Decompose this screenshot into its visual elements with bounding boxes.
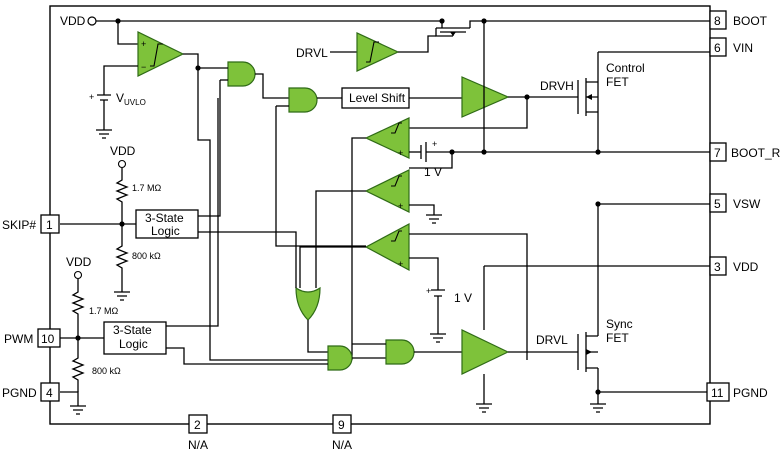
svg-text:7: 7 — [714, 146, 721, 160]
svg-text:1: 1 — [46, 218, 53, 232]
drvl-input-label: DRVL — [296, 46, 328, 60]
vdd-pwm-label: VDD — [66, 255, 92, 269]
svg-text:−: − — [141, 62, 146, 72]
drvl-driver — [461, 329, 510, 375]
svg-text:BOOT: BOOT — [733, 14, 768, 28]
r-pwm-top-label: 1.7 MΩ — [89, 306, 119, 316]
svg-text:10: 10 — [41, 332, 55, 346]
pin-5-vsw: 5 VSW — [709, 193, 761, 213]
vdd-skip-label: VDD — [110, 144, 136, 158]
control-fet-label-2: FET — [606, 75, 629, 89]
sync-fet — [577, 204, 599, 404]
and-gate-4 — [385, 339, 415, 365]
svg-text:2: 2 — [194, 418, 201, 432]
skip-logic-block — [135, 209, 199, 239]
pwm-logic-block — [103, 321, 167, 355]
control-fet-label-1: Control — [606, 61, 645, 75]
vsw-comparator — [364, 169, 410, 213]
svg-text:PGND: PGND — [2, 386, 37, 400]
vref-label: 1 V — [454, 291, 472, 305]
control-fet — [577, 51, 710, 152]
r-skip-top-label: 1.7 MΩ — [132, 183, 162, 193]
svg-text:SKIP#: SKIP# — [2, 218, 36, 232]
uvlo-comparator — [137, 31, 185, 77]
svg-text:6: 6 — [714, 41, 721, 55]
vdd-top-label: VDD — [60, 14, 86, 28]
drvh-driver — [461, 76, 510, 118]
svg-text:+: + — [141, 39, 146, 49]
pin-1-skip: 1 SKIP# — [2, 214, 60, 234]
vdd-top-terminal — [87, 16, 97, 26]
svg-text:+: + — [432, 139, 437, 149]
svg-text:PWM: PWM — [4, 332, 33, 346]
svg-text:8: 8 — [714, 14, 721, 28]
svg-text:+: + — [398, 201, 403, 211]
pwm-logic-label-2: Logic — [119, 337, 148, 351]
level-shift-label: Level Shift — [349, 91, 406, 105]
svg-text:11: 11 — [711, 386, 724, 400]
sync-fet-label-1: Sync — [606, 317, 633, 331]
vboot-label: 1 V — [424, 165, 442, 179]
svg-text:N/A: N/A — [188, 438, 208, 452]
pin-11-pgnd: 11 PGND — [706, 382, 768, 402]
svg-text:4: 4 — [46, 386, 53, 400]
svg-text:5: 5 — [714, 197, 721, 211]
svg-text:+: + — [398, 148, 403, 158]
bootr-comparator — [364, 117, 410, 159]
pin-7-boot-r: 7 BOOT_R — [709, 142, 780, 162]
skip-logic-label-1: 3-State — [145, 211, 184, 225]
drvl-schmitt-buffer — [356, 32, 400, 72]
or-gate — [295, 286, 321, 321]
pin-4-pgnd: 4 PGND — [2, 382, 60, 402]
svg-text:+: + — [398, 259, 403, 269]
pin-10-pwm: 10 PWM — [4, 328, 61, 348]
vuvlo-label: VUVLO — [116, 91, 146, 107]
svg-text:9: 9 — [338, 418, 345, 432]
r-pwm-bot-label: 800 kΩ — [92, 366, 121, 376]
pin-8-boot: 8 BOOT — [709, 10, 768, 30]
and-gate-2 — [288, 87, 318, 113]
svg-text:VIN: VIN — [733, 41, 753, 55]
svg-text:+: + — [426, 286, 431, 296]
pin-9-na: 9 N/A — [332, 414, 352, 452]
svg-text:3: 3 — [714, 260, 721, 274]
svg-text:VSW: VSW — [733, 197, 761, 211]
svg-text:BOOT_R: BOOT_R — [731, 146, 780, 160]
svg-text:N/A: N/A — [332, 438, 352, 452]
svg-text:+: + — [89, 92, 94, 102]
skip-logic-label-2: Logic — [151, 224, 180, 238]
pin-3-vdd: 3 VDD — [709, 256, 759, 276]
zero-cross-comparator — [364, 222, 410, 272]
sync-fet-label-2: FET — [606, 331, 629, 345]
drvh-label: DRVH — [540, 79, 574, 93]
svg-text:VDD: VDD — [733, 260, 759, 274]
pin-6-vin: 6 VIN — [709, 37, 753, 57]
pwm-logic-label-1: 3-State — [113, 323, 152, 337]
svg-text:PGND: PGND — [733, 386, 768, 400]
pin-2-na: 2 N/A — [188, 414, 208, 452]
drvl-output-label: DRVL — [536, 333, 568, 347]
and-gate-1 — [227, 61, 256, 87]
r-skip-bot-label: 800 kΩ — [132, 251, 161, 261]
and-gate-3 — [327, 345, 353, 371]
